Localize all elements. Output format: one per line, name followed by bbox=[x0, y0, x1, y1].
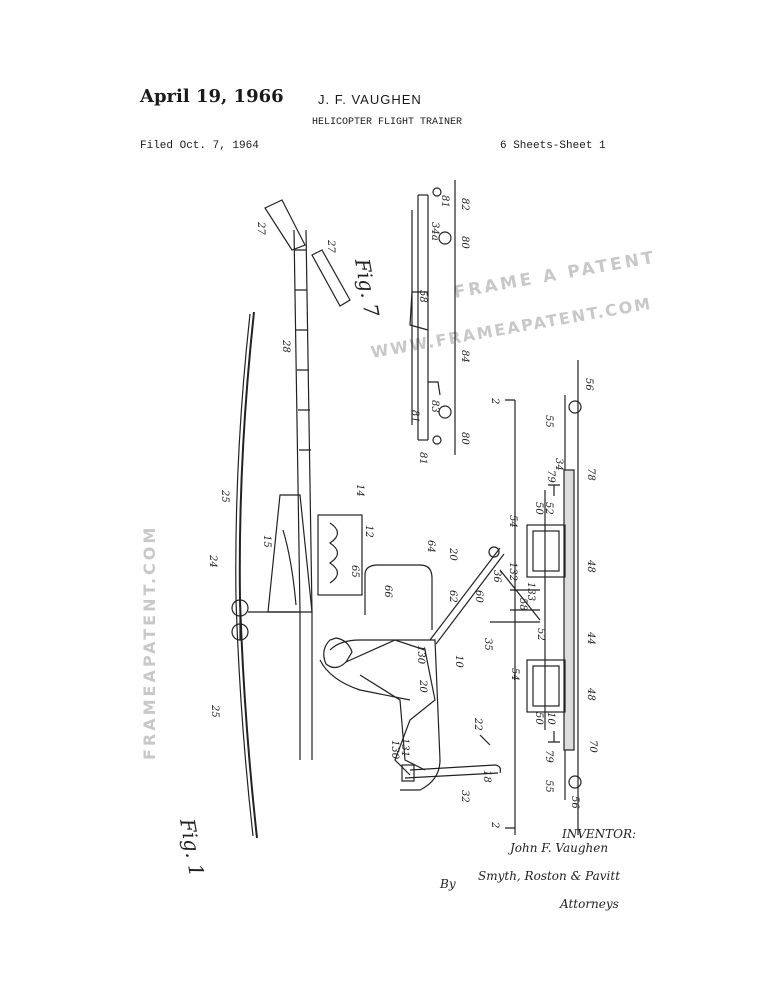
ref-54-b: 54 bbox=[509, 668, 520, 681]
ref-130-a: 130 bbox=[415, 645, 426, 665]
ref-82: 82 bbox=[459, 198, 470, 211]
ref-83: 83 bbox=[429, 400, 440, 413]
ref-15: 15 bbox=[261, 535, 272, 548]
ref-54-a: 54 bbox=[507, 515, 518, 528]
patent-title: HELICOPTER FLIGHT TRAINER bbox=[312, 117, 463, 128]
ref-27-a: 27 bbox=[255, 221, 266, 235]
ref-35: 35 bbox=[482, 638, 493, 651]
ref-48-a: 48 bbox=[585, 559, 596, 573]
ref-18: 18 bbox=[481, 770, 492, 783]
ref-34: 34 bbox=[553, 458, 564, 471]
by-label: By bbox=[439, 877, 456, 891]
ref-10-b: 10 bbox=[545, 712, 556, 725]
ref-58-b: 58 bbox=[517, 598, 528, 611]
ref-34a: 34a bbox=[429, 222, 440, 241]
ref-10-a: 10 bbox=[453, 655, 464, 668]
ref-81-c: 81 bbox=[417, 452, 428, 465]
ref-64: 64 bbox=[425, 540, 436, 553]
ref-50-b: 50 bbox=[533, 712, 544, 725]
ref-70: 70 bbox=[587, 740, 598, 753]
ref-14: 14 bbox=[354, 484, 365, 497]
watermark-line1: FRAME A PATENT bbox=[452, 248, 658, 303]
ref-2-b: 2 bbox=[489, 821, 500, 828]
ref-25-b: 25 bbox=[209, 704, 220, 718]
inventor-header: J. F. VAUGHEN bbox=[318, 92, 422, 107]
ref-56-b: 56 bbox=[569, 796, 580, 809]
attorneys-label: Attorneys bbox=[559, 897, 619, 911]
ref-27-b: 27 bbox=[325, 239, 336, 253]
ref-2-a: 2 bbox=[489, 397, 500, 404]
ref-80-b: 80 bbox=[459, 432, 470, 445]
ref-55-a: 55 bbox=[543, 415, 554, 428]
ref-25-a: 25 bbox=[219, 489, 230, 503]
figure-1-drawing bbox=[231, 199, 505, 839]
ref-132: 132 bbox=[507, 562, 518, 581]
ref-55-b: 55 bbox=[543, 780, 554, 793]
figure-7-label: Fig. 7 bbox=[350, 256, 384, 319]
inventor-label: INVENTOR: bbox=[561, 827, 636, 841]
ref-62: 62 bbox=[447, 590, 458, 603]
watermark-side: FRAMEAPATENT.COM bbox=[140, 525, 159, 760]
ref-20-b: 20 bbox=[417, 679, 428, 693]
ref-66: 66 bbox=[382, 585, 393, 598]
figure-7-numerals: 81 82 34a 80 58 84 83 81 80 81 bbox=[409, 195, 470, 465]
ref-81-b: 81 bbox=[409, 410, 420, 423]
ref-32: 32 bbox=[459, 790, 470, 803]
ref-80-a: 80 bbox=[459, 236, 470, 249]
ref-131: 131 bbox=[399, 738, 410, 757]
ref-79-a: 79 bbox=[545, 470, 556, 483]
ref-52-a: 52 bbox=[543, 502, 554, 515]
sheet-count: 6 Sheets-Sheet 1 bbox=[500, 140, 606, 152]
ref-60: 60 bbox=[473, 590, 484, 603]
attorney-firm: Smyth, Roston & Pavitt bbox=[478, 869, 620, 883]
ref-65: 65 bbox=[349, 565, 360, 578]
figure-1-label: Fig. 1 bbox=[175, 816, 209, 879]
ref-22: 22 bbox=[472, 717, 483, 731]
filed-date: Filed Oct. 7, 1964 bbox=[140, 140, 259, 152]
ref-44: 44 bbox=[585, 631, 596, 645]
ref-28: 28 bbox=[280, 339, 291, 353]
ref-24: 24 bbox=[207, 554, 218, 568]
ref-50-a: 50 bbox=[533, 502, 544, 515]
ref-12: 12 bbox=[363, 525, 374, 538]
ref-133: 133 bbox=[525, 582, 536, 601]
figure-1-numerals: 25 25 24 27 27 28 15 14 12 65 66 64 20 6… bbox=[207, 221, 598, 828]
ref-20-a: 20 bbox=[447, 547, 458, 561]
inventor-signature: John F. Vaughen bbox=[507, 841, 608, 855]
ref-48-b: 48 bbox=[585, 687, 596, 701]
ref-130-b: 130 bbox=[389, 740, 400, 760]
figure-7-drawing bbox=[409, 180, 456, 455]
signature-block: INVENTOR: John F. Vaughen By Smyth, Rost… bbox=[439, 827, 636, 911]
ref-52-b: 52 bbox=[535, 628, 546, 641]
ref-58-a: 58 bbox=[417, 290, 428, 303]
ref-84: 84 bbox=[459, 350, 470, 363]
ref-79-b: 79 bbox=[543, 750, 554, 763]
ref-81-a: 81 bbox=[439, 195, 450, 208]
ref-78: 78 bbox=[585, 468, 596, 481]
ref-36: 36 bbox=[491, 570, 502, 583]
patent-date: April 19, 1966 bbox=[140, 86, 284, 107]
ref-56-a: 56 bbox=[583, 378, 594, 391]
trainer-base bbox=[490, 360, 582, 835]
